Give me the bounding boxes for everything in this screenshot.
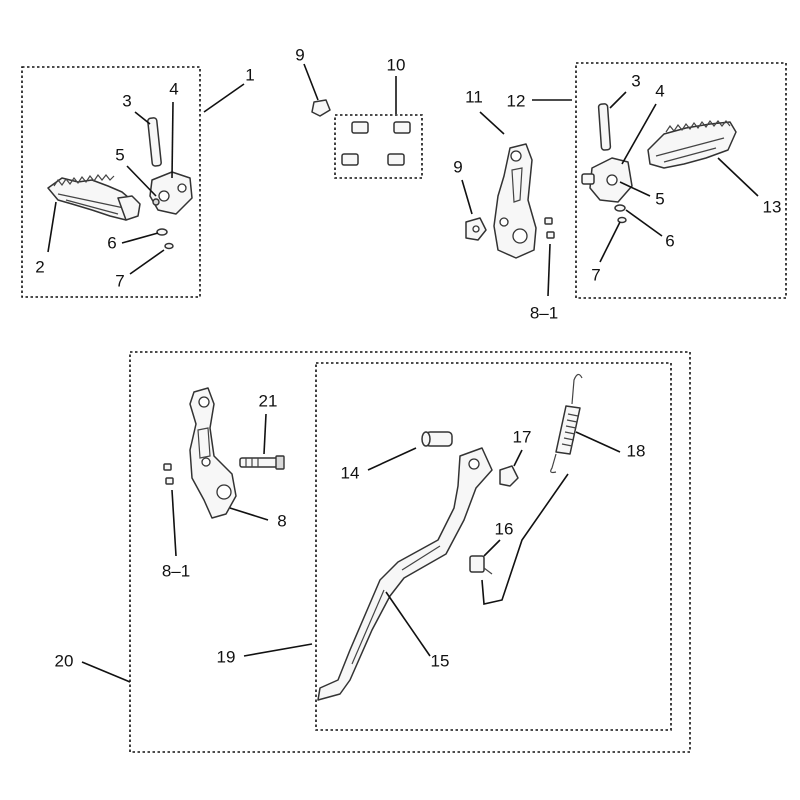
label-21: 21	[259, 391, 278, 410]
label-3a: 3	[122, 91, 131, 110]
left-footrest-part	[47, 173, 141, 221]
right-bracket-part	[581, 157, 633, 203]
left-bracket-part	[149, 171, 193, 215]
leader-8	[229, 507, 269, 521]
label-17: 17	[513, 427, 532, 446]
leader-11	[479, 111, 505, 135]
leader-3a	[134, 111, 151, 125]
pivot-bolt-part	[421, 431, 453, 447]
stand-bracket-part	[189, 387, 237, 519]
label-12: 12	[507, 91, 526, 110]
label-3b: 3	[631, 71, 640, 90]
leader-6b	[625, 209, 663, 237]
left-washer-part	[156, 228, 168, 236]
right-washer-part	[614, 204, 626, 212]
nut-top-part	[311, 99, 331, 117]
label-5a: 5	[115, 145, 124, 164]
leader-7a	[129, 249, 165, 275]
leader-6a	[121, 232, 159, 244]
dowel-bottom-part	[163, 463, 174, 485]
nut-middle-part	[465, 217, 487, 241]
label-4a: 4	[169, 79, 178, 98]
label-8: 8	[277, 511, 286, 530]
label-1: 1	[245, 65, 254, 84]
leader-15	[385, 591, 431, 657]
label-13: 13	[763, 197, 782, 216]
right-footrest-part	[647, 119, 737, 169]
label-14: 14	[341, 463, 360, 482]
leader-9a	[303, 63, 319, 101]
right-pin-part	[597, 103, 612, 151]
leader-81a	[547, 243, 551, 297]
spring-path-line	[481, 473, 569, 605]
right-cotter-part	[617, 216, 627, 224]
group-box-side-stand	[315, 362, 672, 731]
label-19: 19	[217, 647, 236, 666]
leader-17	[513, 449, 523, 467]
bolts-set-part	[341, 121, 411, 166]
label-20: 20	[55, 651, 74, 670]
leader-16	[483, 539, 501, 557]
label-8-1b: 8–1	[162, 561, 190, 580]
leader-2	[47, 201, 57, 253]
left-cotter-part	[164, 242, 174, 250]
label-15: 15	[431, 651, 450, 670]
leader-19	[243, 643, 313, 657]
leader-14	[367, 447, 417, 471]
label-6b: 6	[665, 231, 674, 250]
leader-13	[717, 157, 759, 197]
spring-hook-part	[469, 555, 493, 575]
right-plate-part	[493, 143, 537, 259]
leader-9b	[461, 179, 473, 215]
group-box-left-footrest	[21, 66, 201, 298]
label-7b: 7	[591, 265, 600, 284]
label-9a: 9	[295, 45, 304, 64]
label-16: 16	[495, 519, 514, 538]
label-5b: 5	[655, 189, 664, 208]
label-9b: 9	[453, 157, 462, 176]
leader-7b	[599, 221, 621, 263]
leader-20	[81, 661, 131, 683]
leader-4a	[171, 101, 174, 179]
leader-5a	[126, 165, 157, 197]
leader-5b	[619, 181, 651, 197]
label-10: 10	[387, 55, 406, 74]
leader-81b	[171, 489, 177, 557]
label-7a: 7	[115, 271, 124, 290]
leader-3b	[609, 91, 627, 109]
label-4b: 4	[655, 81, 664, 100]
group-box-stand-assembly	[129, 351, 691, 753]
dowel-top-part	[544, 217, 555, 239]
left-pin-part	[147, 117, 162, 167]
stand-bolt-part	[239, 455, 285, 470]
label-6a: 6	[107, 233, 116, 252]
label-11: 11	[465, 87, 483, 106]
label-8-1a: 8–1	[530, 303, 558, 322]
group-box-right-footrest	[575, 62, 787, 299]
stand-nut-part	[499, 465, 519, 487]
label-18: 18	[627, 441, 646, 460]
label-2: 2	[35, 257, 44, 276]
leader-18	[575, 431, 621, 453]
leader-1	[203, 83, 245, 113]
side-stand-part	[317, 447, 493, 701]
leader-4b	[621, 103, 657, 165]
leader-21	[263, 413, 267, 455]
spring-part	[550, 373, 583, 474]
